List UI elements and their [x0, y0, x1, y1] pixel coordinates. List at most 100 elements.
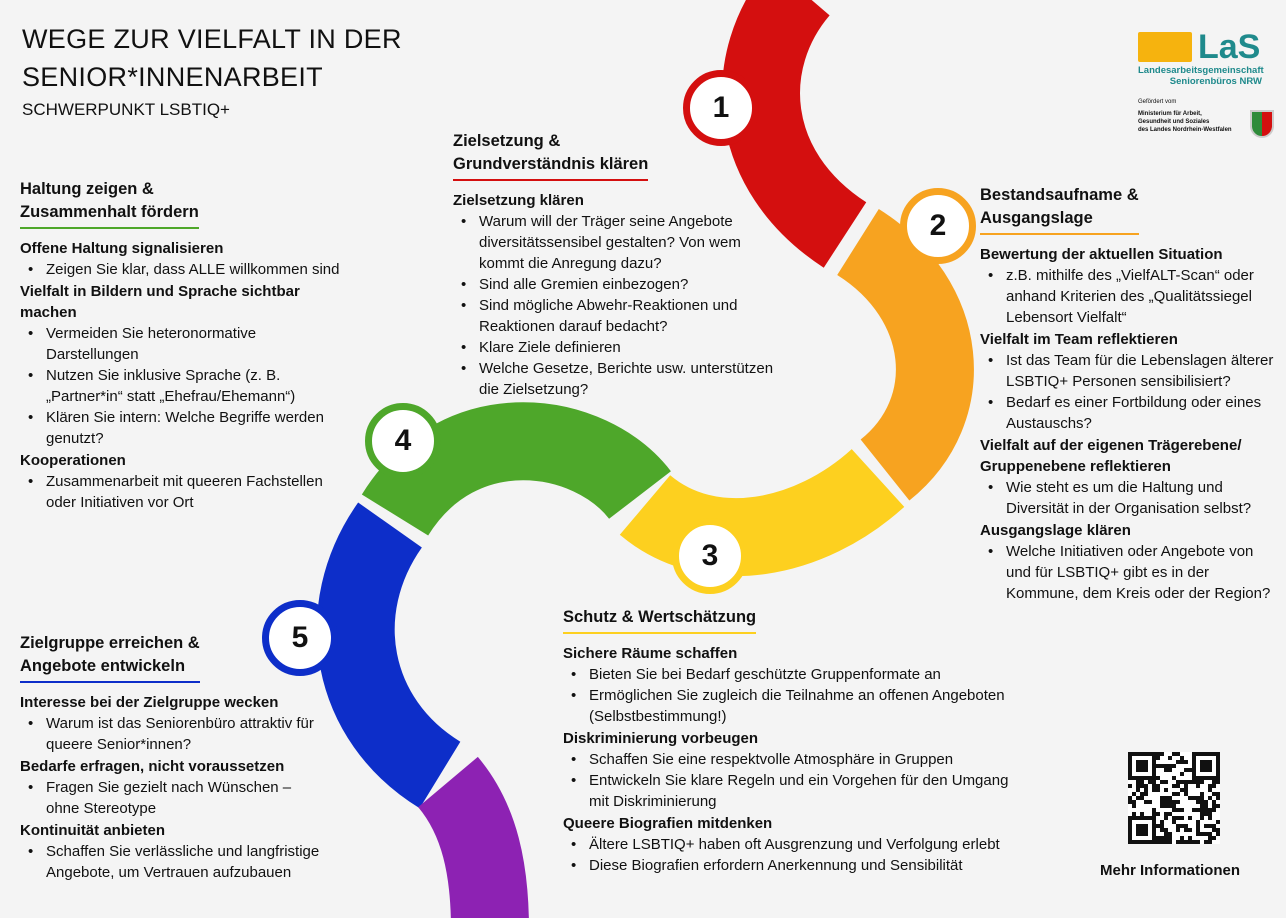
list-item: Warum will der Träger seine Angebote div…: [453, 211, 783, 274]
list-item: Warum ist das Seniorenbüro attraktiv für…: [20, 713, 320, 755]
list-item: Bieten Sie bei Bedarf geschützte Gruppen…: [563, 664, 1013, 685]
bullet-list: Zeigen Sie klar, dass ALLE willkommen si…: [20, 259, 340, 280]
step-5-badge: 5: [262, 600, 338, 676]
bullet-list: Bieten Sie bei Bedarf geschützte Gruppen…: [563, 664, 1013, 727]
list-item: Entwickeln Sie klare Regeln und ein Vorg…: [563, 770, 1013, 812]
list-item: Ist das Team für die Lebenslagen älterer…: [980, 350, 1280, 392]
bullet-list: Zusammenarbeit mit queeren Fachstellen o…: [20, 471, 340, 513]
list-item: Schaffen Sie eine respektvolle Atmosphär…: [563, 749, 1013, 770]
step-2-badge: 2: [900, 188, 976, 264]
section-title-line: Angebote entwickeln: [20, 657, 186, 675]
subheading: Bewertung der aktuellen Situation: [980, 246, 1223, 263]
section-title-line: Zielsetzung &: [453, 132, 561, 150]
step-number: 1: [712, 91, 730, 124]
section-title-line: Zielgruppe erreichen &: [20, 634, 200, 652]
subheading: Diskriminierung vorbeugen: [563, 730, 759, 747]
section-title-line: Bestandsaufname &: [980, 186, 1139, 204]
road-segment-purple: [417, 756, 529, 918]
bullet-list: z.B. mithilfe des „VielfALT-Scan“ oder a…: [980, 265, 1280, 328]
bullet-list: Warum will der Träger seine Angebote div…: [453, 211, 783, 400]
ministry-line: Ministerium für Arbeit,: [1138, 111, 1202, 117]
section-step-5: Zielgruppe erreichen & Angebote entwickel…: [20, 632, 320, 883]
list-item: Ermöglichen Sie zugleich die Teilnahme a…: [563, 685, 1013, 727]
road-segment-blue: [316, 502, 462, 809]
subheading: Bedarfe erfragen, nicht voraussetzen: [20, 758, 285, 775]
step-number: 5: [291, 621, 309, 654]
qr-caption: Mehr Informationen: [1100, 862, 1241, 879]
list-item: Schaffen Sie verlässliche und langfristi…: [20, 841, 320, 883]
step-number: 3: [701, 539, 719, 572]
bullet-list: Welche Initiativen oder Angebote von und…: [980, 541, 1280, 604]
subheading: Kooperationen: [20, 452, 126, 469]
section-title: Schutz & Wertschätzung: [563, 606, 757, 634]
logo-mark-icon: [1138, 32, 1192, 62]
step-number: 2: [929, 209, 947, 242]
poster-title: WEGE ZUR VIELFALT IN DER SENIOR*INNENARBE…: [22, 20, 402, 96]
step-3-badge: 3: [672, 518, 748, 594]
logo-text: LaS: [1198, 28, 1261, 66]
list-item: Zusammenarbeit mit queeren Fachstellen o…: [20, 471, 340, 513]
section-title: Bestandsaufname & Ausgangslage: [980, 184, 1139, 235]
road-segment-yellow: [619, 448, 905, 577]
qr-pattern-icon: [1128, 752, 1220, 844]
logo-line2: Seniorenbüros NRW: [1169, 76, 1262, 87]
bullet-list: Ist das Team für die Lebenslagen älterer…: [980, 350, 1280, 434]
step-4-badge: 4: [365, 403, 441, 479]
road-segment-orange: [835, 209, 974, 501]
step-1-badge: 1: [683, 70, 759, 146]
list-item: Zeigen Sie klar, dass ALLE willkommen si…: [20, 259, 340, 280]
bullet-list: Wie steht es um die Haltung und Diversit…: [980, 477, 1280, 519]
section-title: Zielgruppe erreichen & Angebote entwickel…: [20, 632, 200, 683]
las-logo: LaS Landesarbeitsgemeinschaft Seniorenbü…: [1138, 28, 1274, 138]
logo-line1: Landesarbeitsgemeinschaft: [1138, 65, 1264, 76]
subheading: Queere Biografien mitdenken: [563, 815, 773, 832]
list-item: Welche Initiativen oder Angebote von und…: [980, 541, 1280, 604]
bullet-list: Schaffen Sie eine respektvolle Atmosphär…: [563, 749, 1013, 812]
subheading: Vielfalt im Team reflektieren: [980, 331, 1178, 348]
section-title-line: Haltung zeigen &: [20, 180, 154, 198]
list-item: Bedarf es einer Fortbildung oder eines A…: [980, 392, 1280, 434]
bullet-list: Ältere LSBTIQ+ haben oft Ausgrenzung und…: [563, 834, 1013, 876]
qr-code[interactable]: [1128, 752, 1220, 844]
title-line: SENIOR*INNENARBEIT: [22, 62, 323, 92]
bullet-list: Fragen Sie gezielt nach Wünschen – ohne …: [20, 777, 320, 819]
poster-subtitle: SCHWERPUNKT LSBTIQ+: [22, 100, 230, 119]
list-item: Welche Gesetze, Berichte usw. unterstütz…: [453, 358, 783, 400]
bullet-list: Vermeiden Sie heteronormative Darstellun…: [20, 323, 340, 449]
step-number: 4: [394, 424, 412, 457]
list-item: Vermeiden Sie heteronormative Darstellun…: [20, 323, 340, 365]
section-title-line: Schutz & Wertschätzung: [563, 608, 757, 626]
list-item: Nutzen Sie inklusive Sprache (z. B. „Par…: [20, 365, 340, 407]
funded-by: Gefördert vom: [1138, 99, 1177, 105]
subheading: Interesse bei der Zielgruppe wecken: [20, 694, 279, 711]
title-line: WEGE ZUR VIELFALT IN DER: [22, 24, 402, 54]
subheading: Zielsetzung klären: [453, 192, 584, 209]
ministry-line: Gesundheit und Soziales: [1138, 119, 1210, 125]
list-item: Klare Ziele definieren: [453, 337, 783, 358]
subheading: Vielfalt in Bildern und Sprache sichtbar…: [20, 283, 300, 321]
list-item: Diese Biografien erfordern Anerkennung u…: [563, 855, 1013, 876]
subheading: Ausgangslage klären: [980, 522, 1131, 539]
list-item: Fragen Sie gezielt nach Wünschen – ohne …: [20, 777, 320, 819]
list-item: Klären Sie intern: Welche Begriffe werde…: [20, 407, 340, 449]
subheading: Sichere Räume schaffen: [563, 645, 738, 662]
section-title-line: Ausgangslage: [980, 209, 1093, 227]
list-item: Wie steht es um die Haltung und Diversit…: [980, 477, 1280, 519]
list-item: Sind alle Gremien einbezogen?: [453, 274, 783, 295]
bullet-list: Warum ist das Seniorenbüro attraktiv für…: [20, 713, 320, 755]
section-title-line: Grundverständnis klären: [453, 155, 649, 173]
road-segment-red: [722, 0, 868, 268]
ministry-line: des Landes Nordrhein-Westfalen: [1138, 127, 1232, 133]
list-item: z.B. mithilfe des „VielfALT-Scan“ oder a…: [980, 265, 1280, 328]
nrw-coat-of-arms-icon: [1249, 110, 1274, 138]
bullet-list: Schaffen Sie verlässliche und langfristi…: [20, 841, 320, 883]
ministry-name: Ministerium für Arbeit, Gesundheit und So…: [1138, 110, 1232, 138]
subheading: Vielfalt auf der eigenen Trägerebene/ Gr…: [980, 437, 1242, 475]
road-segment-green: [361, 402, 671, 537]
subheading: Kontinuität anbieten: [20, 822, 165, 839]
